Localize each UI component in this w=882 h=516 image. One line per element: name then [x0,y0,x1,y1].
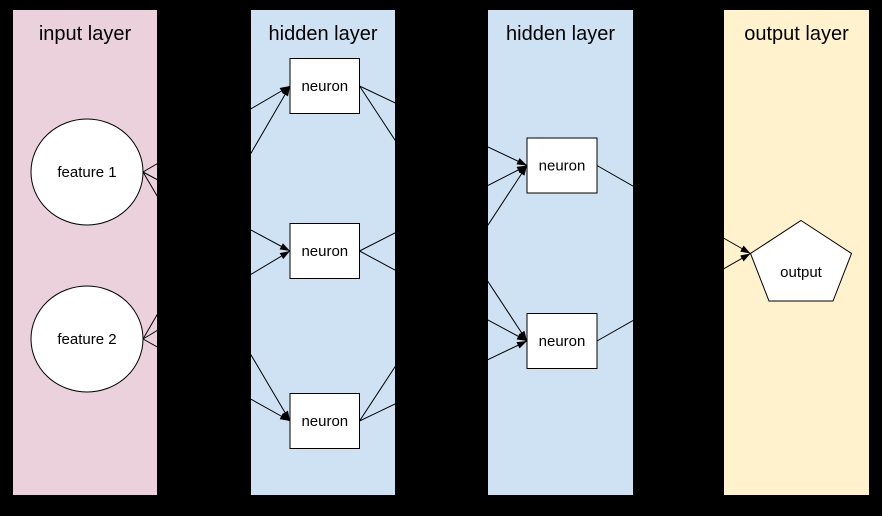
output-node [749,219,853,302]
edge-feature-1-to-h1-n3 [142,171,291,422]
feature-2-label: feature 2 [57,331,116,348]
layer-backgrounds [13,10,869,495]
edge-h1-n2-to-h2-n1 [359,165,528,252]
output-layer-title: output layer [744,23,849,45]
input-layer-title: input layer [39,23,132,45]
hidden2-neuron-2-node [526,313,598,369]
hidden2-neuron-2-label: neuron [539,333,586,350]
edge-h1-n3-to-h2-n2 [359,340,528,422]
edge-h2-n2-to-output [596,253,751,342]
edge-feature-2-to-h1-n2 [142,250,291,340]
input-layer-panel [13,10,157,495]
edge-h1-n3-to-h2-n1 [359,165,528,422]
edge-feature-1-to-h1-n1 [142,85,291,173]
hidden2-neuron-1-node [526,137,598,194]
edge-feature-1-to-h1-n2 [142,171,291,252]
hidden1-neuron-2-node [289,223,360,279]
hidden1-neuron-2-label: neuron [301,243,348,260]
layer-titles: input layer hidden layer hidden layer ou… [39,23,849,45]
hidden-layer-2-panel [488,10,633,495]
hidden-layer-2-title: hidden layer [506,23,615,45]
edge-h1-n1-to-h2-n1 [359,85,528,166]
hidden1-neuron-1-label: neuron [301,78,348,95]
hidden1-neuron-3-node [289,393,360,449]
edge-feature-2-to-h1-n1 [142,85,291,340]
edge-h2-n1-to-output [596,165,751,254]
connection-edges [142,85,751,422]
feature-2-node [30,285,144,393]
hidden1-neuron-1-node [289,58,360,114]
edge-h1-n1-to-h2-n2 [359,85,528,342]
edge-h1-n2-to-h2-n2 [359,250,528,342]
hidden-layer-1-title: hidden layer [269,23,378,45]
feature-1-label: feature 1 [57,164,116,181]
hidden1-neuron-3-label: neuron [301,413,348,430]
nodes: feature 1 feature 2 neuron neuron neuron… [30,58,853,449]
edge-feature-2-to-h1-n3 [142,338,291,422]
output-label: output [780,264,823,281]
feature-1-node [30,118,144,226]
hidden2-neuron-1-label: neuron [539,158,586,175]
